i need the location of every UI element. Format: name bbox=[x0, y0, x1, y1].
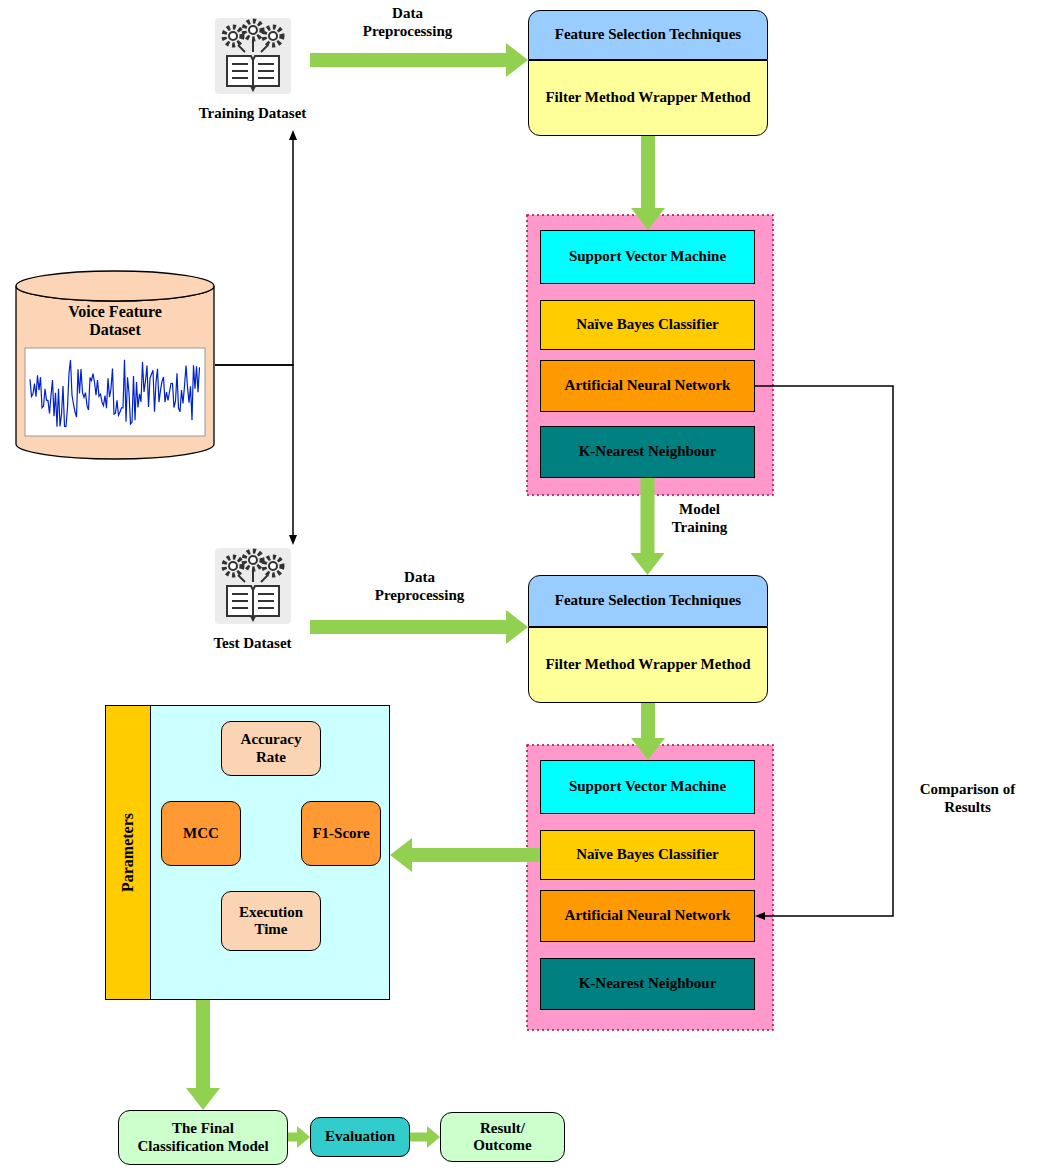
waveform-plot bbox=[25, 348, 205, 436]
node-label: Result/ Outcome bbox=[449, 1120, 556, 1155]
cylinder-outline bbox=[15, 270, 215, 460]
dataset-icon-label: Training Dataset bbox=[195, 15, 310, 130]
dataset-icon bbox=[215, 548, 291, 624]
node-label: Support Vector Machine bbox=[569, 248, 726, 265]
edge-label: Data Preprocessing bbox=[362, 568, 477, 604]
classifier-box: Support Vector Machine bbox=[540, 760, 755, 814]
connector-line bbox=[215, 365, 293, 535]
dataset-icon bbox=[215, 18, 291, 94]
classifier-box: K-Nearest Neighbour bbox=[540, 426, 755, 478]
process-box: Result/ Outcome bbox=[440, 1112, 565, 1162]
flow-arrow bbox=[641, 136, 655, 208]
node-label: Artificial Neural Network bbox=[565, 377, 731, 394]
edge-label: Data Preprocessing bbox=[350, 4, 465, 40]
classifier-box: Artificial Neural Network bbox=[540, 360, 755, 412]
parameter-panel: Parameters Accuracy RateMCC F1-ScoreExecut… bbox=[105, 705, 390, 1000]
node-label: Feature Selection Techniques bbox=[555, 592, 741, 609]
metric-box: Accuracy Rate bbox=[221, 721, 321, 776]
metric-box: Execution Time bbox=[221, 891, 321, 951]
classifier-box: Artificial Neural Network bbox=[540, 890, 755, 942]
node-label: Evaluation bbox=[325, 1128, 395, 1145]
node-label: Accuracy Rate bbox=[230, 731, 312, 766]
process-box: Feature Selection Techniques bbox=[528, 575, 768, 627]
flow-arrow bbox=[641, 478, 655, 553]
node-label: Training Dataset bbox=[195, 105, 310, 122]
process-box: Filter Method Wrapper Method bbox=[528, 627, 768, 703]
node-label: Artificial Neural Network bbox=[565, 907, 731, 924]
node-label: Naïve Bayes Classifier bbox=[576, 846, 718, 863]
flow-arrow bbox=[412, 848, 540, 862]
process-box: Feature Selection Techniques bbox=[528, 10, 768, 60]
classifier-group bbox=[527, 215, 773, 495]
node-label: F1-Score bbox=[312, 825, 369, 842]
flow-arrow bbox=[196, 1000, 210, 1088]
metric-box: MCC bbox=[161, 801, 241, 866]
node-label: K-Nearest Neighbour bbox=[579, 443, 717, 460]
classifier-box: Naïve Bayes Classifier bbox=[540, 830, 755, 880]
dataset-cylinder: Voice Feature Dataset bbox=[15, 270, 215, 460]
node-label: Filter Method Wrapper Method bbox=[545, 656, 750, 673]
process-box: Evaluation bbox=[310, 1117, 410, 1157]
classifier-box: Support Vector Machine bbox=[540, 230, 755, 284]
node-label: Feature Selection Techniques bbox=[555, 26, 741, 43]
dataset-icon-label: Test Dataset bbox=[195, 545, 310, 660]
process-box: The Final Classification Model bbox=[118, 1110, 288, 1165]
flow-arrow bbox=[410, 1133, 427, 1142]
flow-arrow bbox=[641, 703, 655, 738]
node-label: Filter Method Wrapper Method bbox=[545, 89, 750, 106]
process-box: Filter Method Wrapper Method bbox=[528, 60, 768, 136]
flow-arrow bbox=[288, 1133, 297, 1142]
classifier-box: K-Nearest Neighbour bbox=[540, 958, 755, 1010]
connector-line bbox=[215, 140, 293, 365]
node-label: Execution Time bbox=[230, 904, 312, 939]
connector-line bbox=[755, 386, 893, 916]
classifier-box: Naïve Bayes Classifier bbox=[540, 300, 755, 350]
node-label: Naïve Bayes Classifier bbox=[576, 316, 718, 333]
node-label: K-Nearest Neighbour bbox=[579, 975, 717, 992]
node-label: The Final Classification Model bbox=[127, 1120, 279, 1155]
node-label: Support Vector Machine bbox=[569, 778, 726, 795]
edge-label: Comparison of Results bbox=[900, 780, 1035, 816]
flow-arrow bbox=[310, 53, 506, 67]
node-label: MCC bbox=[183, 825, 219, 842]
node-label: Test Dataset bbox=[195, 635, 310, 652]
classifier-group bbox=[527, 745, 773, 1030]
node-label: Voice Feature Dataset bbox=[45, 303, 185, 340]
flow-arrow bbox=[310, 620, 506, 634]
edge-label: Model Training bbox=[662, 500, 737, 536]
waveform bbox=[30, 360, 200, 427]
panel-title: Parameters bbox=[106, 706, 150, 999]
metric-box: F1-Score bbox=[301, 801, 381, 866]
